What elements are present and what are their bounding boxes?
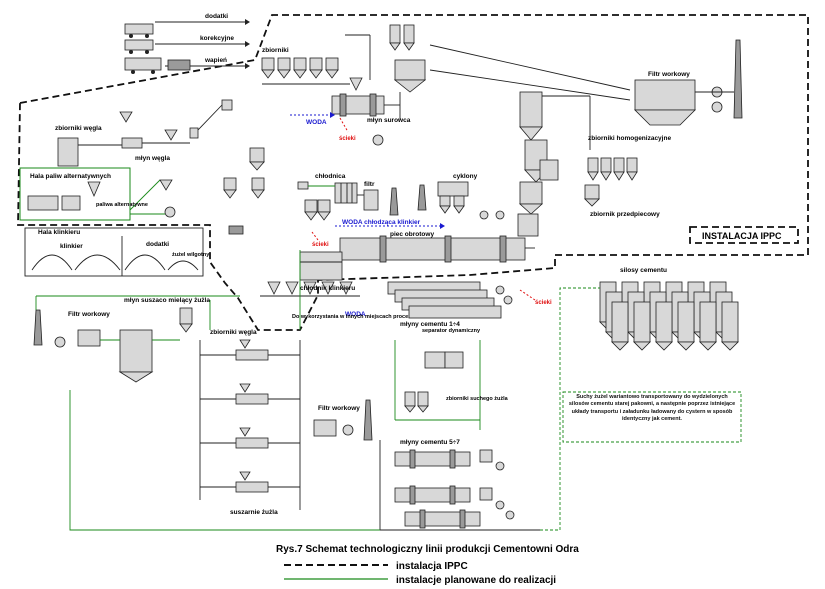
raw-mill <box>331 77 401 146</box>
top-filter <box>429 39 743 126</box>
cement-silo <box>655 301 673 343</box>
label-paliwa-alternatywne: paliwa alternatywne <box>96 202 148 208</box>
label-zbiorniki-homogenizacyjne: zbiorniki homogenizacyjne <box>588 135 671 142</box>
cement-silos <box>599 281 739 351</box>
legend-planned-label: instalacje planowane do realizacji <box>396 575 556 586</box>
label-filtr: filtr <box>364 181 375 188</box>
cement-silo-cone <box>633 341 651 351</box>
label-sciek-3: ścieki <box>535 300 552 306</box>
cement-silo <box>721 301 739 343</box>
hala-klinkieru-box <box>24 227 204 277</box>
rotary-kiln <box>299 235 535 281</box>
label-mlyn-wegla: młyn węgla <box>135 155 170 162</box>
label-instalacja-ippc: INSTALACJA IPPC <box>702 231 782 241</box>
cement-silo <box>677 301 695 343</box>
separator-area <box>394 340 481 430</box>
slag-mill-area <box>33 295 240 383</box>
label-hala-paliw: Hala paliw alternatywnych <box>30 173 111 180</box>
label-zbiorniki-suchego-zuzla: zbiorniki suchego żużla <box>446 396 509 402</box>
label-piec-obrotowy: piec obrotowy <box>390 231 434 238</box>
label-woda-2: WODA <box>345 311 366 318</box>
label-zbiorniki-wegla: zbiorniki węgla <box>55 125 102 132</box>
raw-bins <box>261 57 350 85</box>
label-silosy-cementu: silosy cementu <box>620 267 667 274</box>
label-filtr-workowy-mid: Filtr workowy <box>318 405 360 412</box>
cement-silo <box>611 301 629 343</box>
cement-silo <box>633 301 651 343</box>
legend-ippc-label: instalacja IPPC <box>396 561 468 572</box>
label-mlyny-cementu-1-4: młyny cementu 1÷4 <box>400 321 460 328</box>
preheater-tower <box>517 91 591 237</box>
label-zuzel-wilgotny: żużel wilgotny <box>172 252 210 258</box>
label-do-wykorzystania: Do wykorzystania w innych miejscach proc… <box>292 314 415 320</box>
label-chlodnik-klinkieru: chłodnik klinkieru <box>300 285 355 292</box>
clinker-cooler <box>260 281 360 297</box>
label-sciek-1: ścieki <box>339 136 356 142</box>
label-klinkier: klinkier <box>60 243 83 250</box>
label-chlodnica: chłodnica <box>315 173 346 180</box>
label-zbiorniki-top: zbiorniki <box>262 47 289 54</box>
cement-silo-cone <box>677 341 695 351</box>
label-mlyn-surowca: młyn surowca <box>367 117 411 124</box>
cyclones <box>417 181 505 220</box>
slag-dryers <box>199 339 373 510</box>
cement-silo-cone <box>655 341 673 351</box>
label-woda-chlodzaca: WODA chłodząca klinkier <box>342 219 421 226</box>
raw-mill-top-bins <box>345 24 427 93</box>
clinker-piles <box>31 236 199 276</box>
ippc-label-box <box>689 226 799 244</box>
note-box <box>562 391 742 443</box>
label-dodatki-hala: dodatki <box>146 241 169 248</box>
label-separator: separator dynamiczny <box>422 328 481 334</box>
label-hala-klinkieru: Hala klinkieru <box>38 229 80 236</box>
label-mlyny-cementu-5-7: młyny cementu 5÷7 <box>400 439 460 446</box>
label-woda-1: WODA <box>306 119 327 126</box>
cement-mills-5-7 <box>379 440 540 531</box>
label-mlyn-suszaco: młyn suszaco mielący żużla <box>124 297 210 304</box>
cooler-filter <box>297 181 399 221</box>
cement-silo-cone <box>721 341 739 351</box>
label-dodatki-top: dodatki <box>205 13 228 20</box>
raw-material-inputs <box>124 19 250 74</box>
label-sciek-2: ścieki <box>312 242 329 248</box>
label-filtr-workowy-left: Filtr workowy <box>68 311 110 318</box>
label-suszarnie-zuzla: suszarnie żużla <box>230 509 278 516</box>
coal-mill-area <box>57 99 265 235</box>
label-wapien: wapień <box>204 57 227 64</box>
label-cyklony: cyklony <box>453 173 478 180</box>
planned-dashed-route <box>540 287 600 531</box>
note-text: Suchy żużel wariantowo transportowany do… <box>568 394 736 423</box>
hala-paliw-box <box>19 167 131 221</box>
label-korekcyjne: korekcyjne <box>200 35 234 42</box>
cement-mills-1-4 <box>387 281 513 319</box>
label-zbiorniki-wegla-left: zbiorniki węgla <box>210 329 257 336</box>
cement-silo-cone <box>699 341 717 351</box>
homogenization-silos <box>584 157 638 207</box>
label-filtr-workowy-top: Filtr workowy <box>648 71 690 78</box>
alt-fuels-equipment <box>27 179 176 218</box>
cement-silo-cone <box>611 341 629 351</box>
planned-outline-left <box>69 250 380 531</box>
label-zbiornik-przedpiecowy: zbiornik przedpiecowy <box>590 211 660 218</box>
figure-caption: Rys.7 Schemat technologiczny linii produ… <box>276 544 579 555</box>
cement-silo <box>699 301 717 343</box>
